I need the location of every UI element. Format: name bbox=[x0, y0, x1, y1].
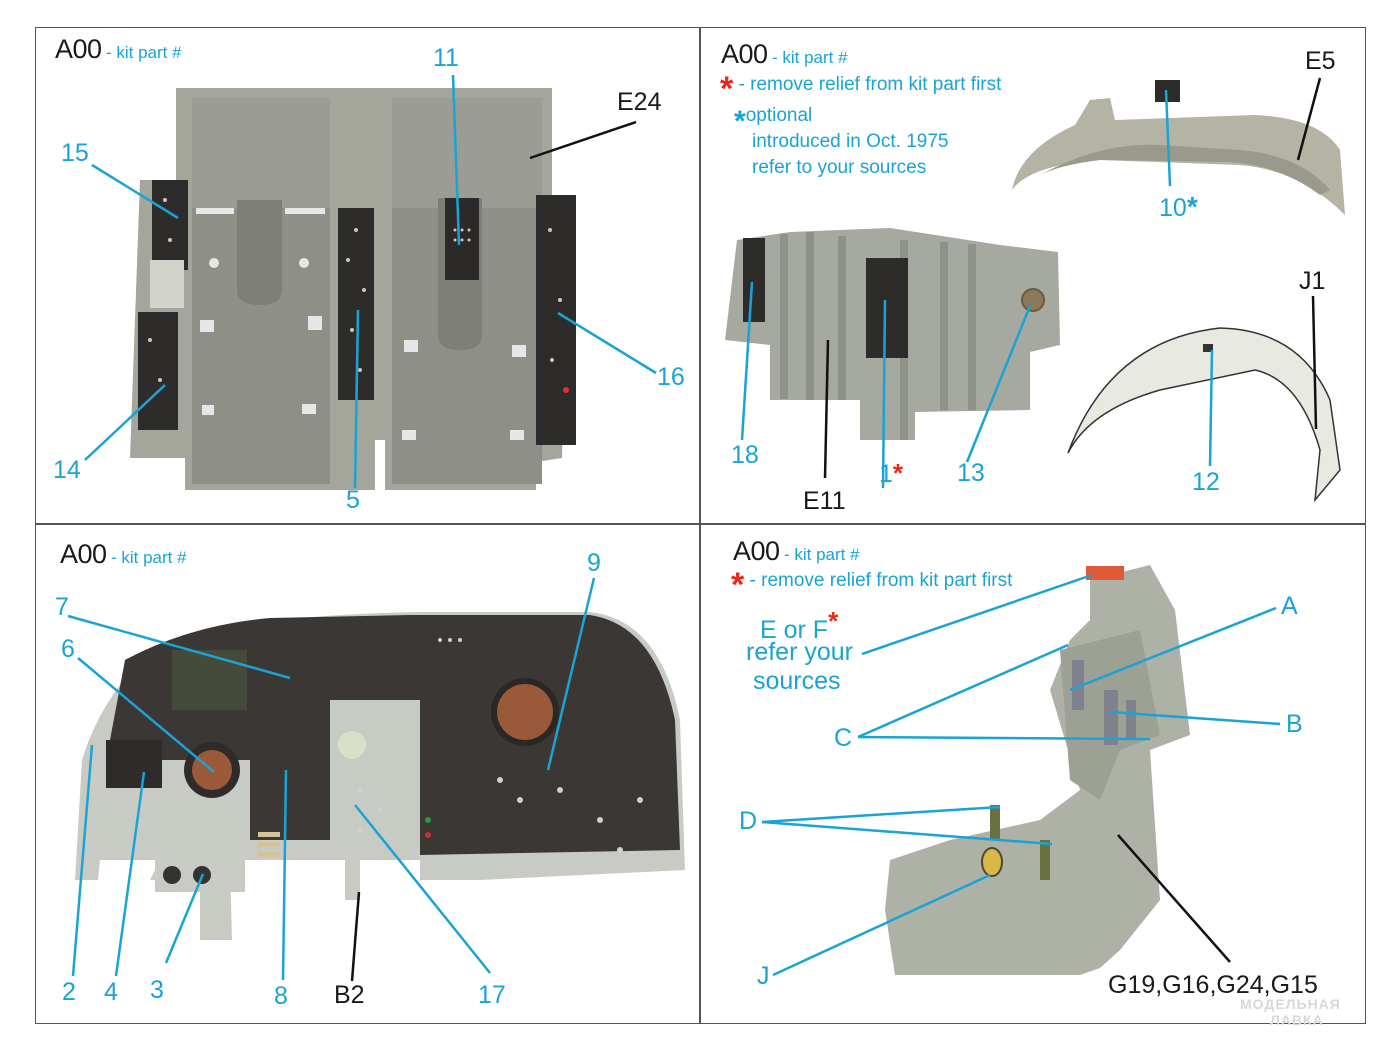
legend-optional: *optional introduced in Oct. 1975 refer … bbox=[734, 105, 949, 178]
kit-part-code: A00 bbox=[60, 539, 107, 569]
red-asterisk-icon: * bbox=[892, 458, 904, 488]
callout-11: 11 bbox=[433, 44, 459, 72]
callout-e5: E5 bbox=[1305, 47, 1336, 75]
panel-divider-horizontal bbox=[35, 523, 1366, 525]
panel-header-top-right: A00 - kit part # bbox=[721, 39, 848, 70]
legend-remove-relief: * - remove relief from kit part first bbox=[731, 566, 1013, 604]
kit-part-subtitle: - kit part # bbox=[784, 545, 860, 564]
callout-6: 6 bbox=[61, 635, 75, 663]
leader-lines-top-right bbox=[740, 89, 1214, 489]
panel-header-bottom-right: A00 - kit part # bbox=[733, 536, 860, 567]
callout-2: 2 bbox=[62, 978, 76, 1006]
callout-18: 18 bbox=[731, 441, 759, 469]
callout-c: C bbox=[834, 724, 853, 752]
callout-15: 15 bbox=[61, 139, 89, 167]
callout-13: 13 bbox=[957, 459, 985, 487]
callout-a: A bbox=[1281, 592, 1298, 620]
option-e-or-f: E or F* bbox=[760, 606, 839, 644]
callout-17: 17 bbox=[478, 981, 506, 1009]
cockpit-tub-part bbox=[130, 88, 576, 490]
callout-10: 10* bbox=[1159, 191, 1198, 222]
kit-part-code: A00 bbox=[733, 536, 780, 566]
callout-b2: B2 bbox=[334, 981, 365, 1009]
callout-12: 12 bbox=[1192, 468, 1220, 496]
leader-line-g-parts bbox=[1117, 834, 1231, 963]
red-asterisk-icon: * bbox=[720, 70, 734, 108]
callout-e11: E11 bbox=[803, 487, 846, 515]
red-asterisk-icon: * bbox=[828, 606, 839, 636]
ejection-seat-part bbox=[885, 565, 1190, 975]
callout-4: 4 bbox=[104, 978, 118, 1006]
leader-line-b2 bbox=[350, 891, 361, 982]
callout-3: 3 bbox=[150, 976, 164, 1004]
red-asterisk-icon: * bbox=[731, 566, 745, 604]
callout-7: 7 bbox=[55, 593, 69, 621]
watermark: МОДЕЛЬНАЯ ЛАВКА bbox=[1240, 996, 1341, 1028]
panel-header-top-left: A00 - kit part # bbox=[55, 34, 182, 65]
callout-8: 8 bbox=[274, 982, 288, 1010]
callout-j: J bbox=[757, 962, 770, 990]
callout-g-parts: G19,G16,G24,G15 bbox=[1108, 971, 1318, 999]
callout-b: B bbox=[1286, 710, 1303, 738]
leader-lines-top-left bbox=[84, 74, 657, 489]
callout-d: D bbox=[739, 807, 758, 835]
panel-divider-vertical bbox=[699, 27, 701, 1024]
panel-header-bottom-left: A00 - kit part # bbox=[60, 539, 187, 570]
callout-j1: J1 bbox=[1299, 267, 1326, 295]
part-j1 bbox=[1067, 327, 1341, 503]
callout-5: 5 bbox=[346, 486, 360, 514]
blue-asterisk-icon: * bbox=[1186, 191, 1198, 222]
callout-14: 14 bbox=[53, 456, 81, 484]
kit-part-code: A00 bbox=[721, 39, 768, 69]
legend-remove-relief: * - remove relief from kit part first bbox=[720, 70, 1002, 108]
instrument-panel-part bbox=[75, 612, 685, 940]
leader-lines-bottom-right bbox=[761, 573, 1281, 977]
blue-asterisk-icon: * bbox=[734, 105, 746, 138]
part-e5 bbox=[1012, 80, 1345, 215]
kit-part-subtitle: - kit part # bbox=[772, 48, 848, 67]
part-e11 bbox=[725, 228, 1060, 440]
outer-frame bbox=[35, 27, 1366, 1024]
option-refer-line: refer your bbox=[746, 638, 853, 666]
kit-part-subtitle: - kit part # bbox=[111, 548, 187, 567]
leader-lines-top-right-black bbox=[823, 77, 1322, 479]
kit-part-code: A00 bbox=[55, 34, 102, 64]
callout-16: 16 bbox=[657, 363, 685, 391]
leader-lines-bottom-left bbox=[67, 577, 596, 981]
option-sources-line: sources bbox=[753, 667, 841, 695]
callout-e24: E24 bbox=[617, 88, 662, 116]
kit-part-subtitle: - kit part # bbox=[106, 43, 182, 62]
callout-1: 1* bbox=[879, 458, 904, 488]
leader-line-e24 bbox=[529, 120, 637, 160]
callout-9: 9 bbox=[587, 549, 601, 577]
